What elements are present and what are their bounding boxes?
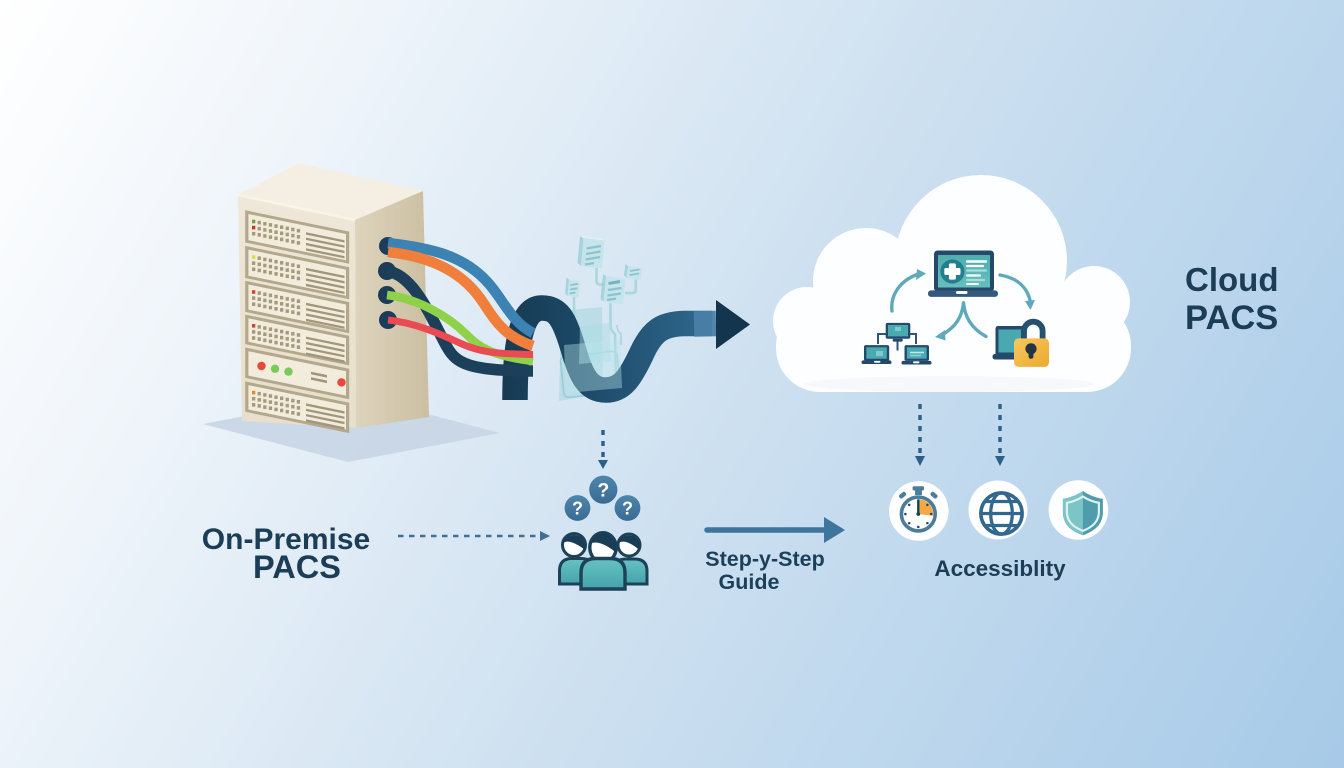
svg-text:Guide: Guide	[719, 570, 780, 594]
svg-text:Step-y-Step: Step-y-Step	[705, 547, 824, 571]
svg-text:?: ?	[597, 480, 609, 502]
svg-text:Accessiblity: Accessiblity	[934, 556, 1066, 581]
svg-text:PACS: PACS	[253, 549, 341, 585]
svg-text:Cloud: Cloud	[1185, 261, 1278, 298]
svg-text:PACS: PACS	[1185, 299, 1278, 337]
svg-text:?: ?	[572, 499, 583, 519]
svg-text:?: ?	[622, 499, 633, 519]
svg-text:On-Premise: On-Premise	[202, 523, 370, 556]
